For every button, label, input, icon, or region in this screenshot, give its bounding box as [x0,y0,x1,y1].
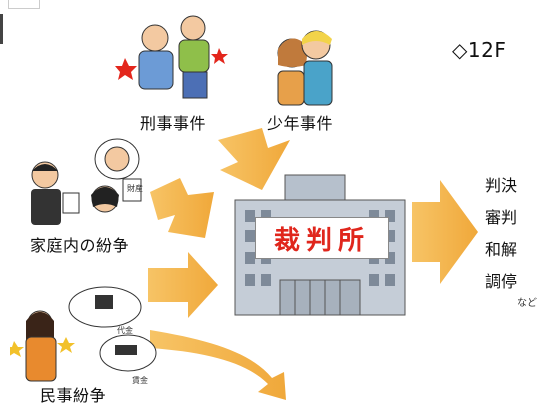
court-name: 裁判所 [273,225,370,256]
family-illustration [31,138,142,225]
label-civil: 民事紛争 [40,386,107,405]
label-juvenile: 少年事件 [267,114,334,133]
label-criminal: 刑事事件 [140,114,207,133]
arrow-top [218,128,290,190]
family-doc-label: 財産 [127,184,143,193]
arrow-out [412,180,478,284]
court-sign: 裁判所 [255,217,389,259]
left-edge-mark [0,14,3,44]
arrow-bottom [150,330,286,400]
civil-bubble1-label: 代金 [117,326,133,335]
juvenile-illustration [277,30,333,106]
outcomes-suffix: など [517,298,537,309]
criminal-illustration [115,15,228,99]
floor-label: ◇12F [452,38,507,62]
arrow-civil [148,252,218,318]
label-family: 家庭内の紛争 [30,236,130,255]
civil-bubble2-label: 賃金 [132,376,148,385]
outcome-item: 調停 [485,272,518,291]
outcome-item: 判決 [485,176,518,195]
corner-box [8,0,40,9]
arrow-family [150,178,214,238]
outcome-item: 審判 [485,208,518,227]
civil-illustration [10,286,157,382]
outcome-item: 和解 [485,240,518,259]
